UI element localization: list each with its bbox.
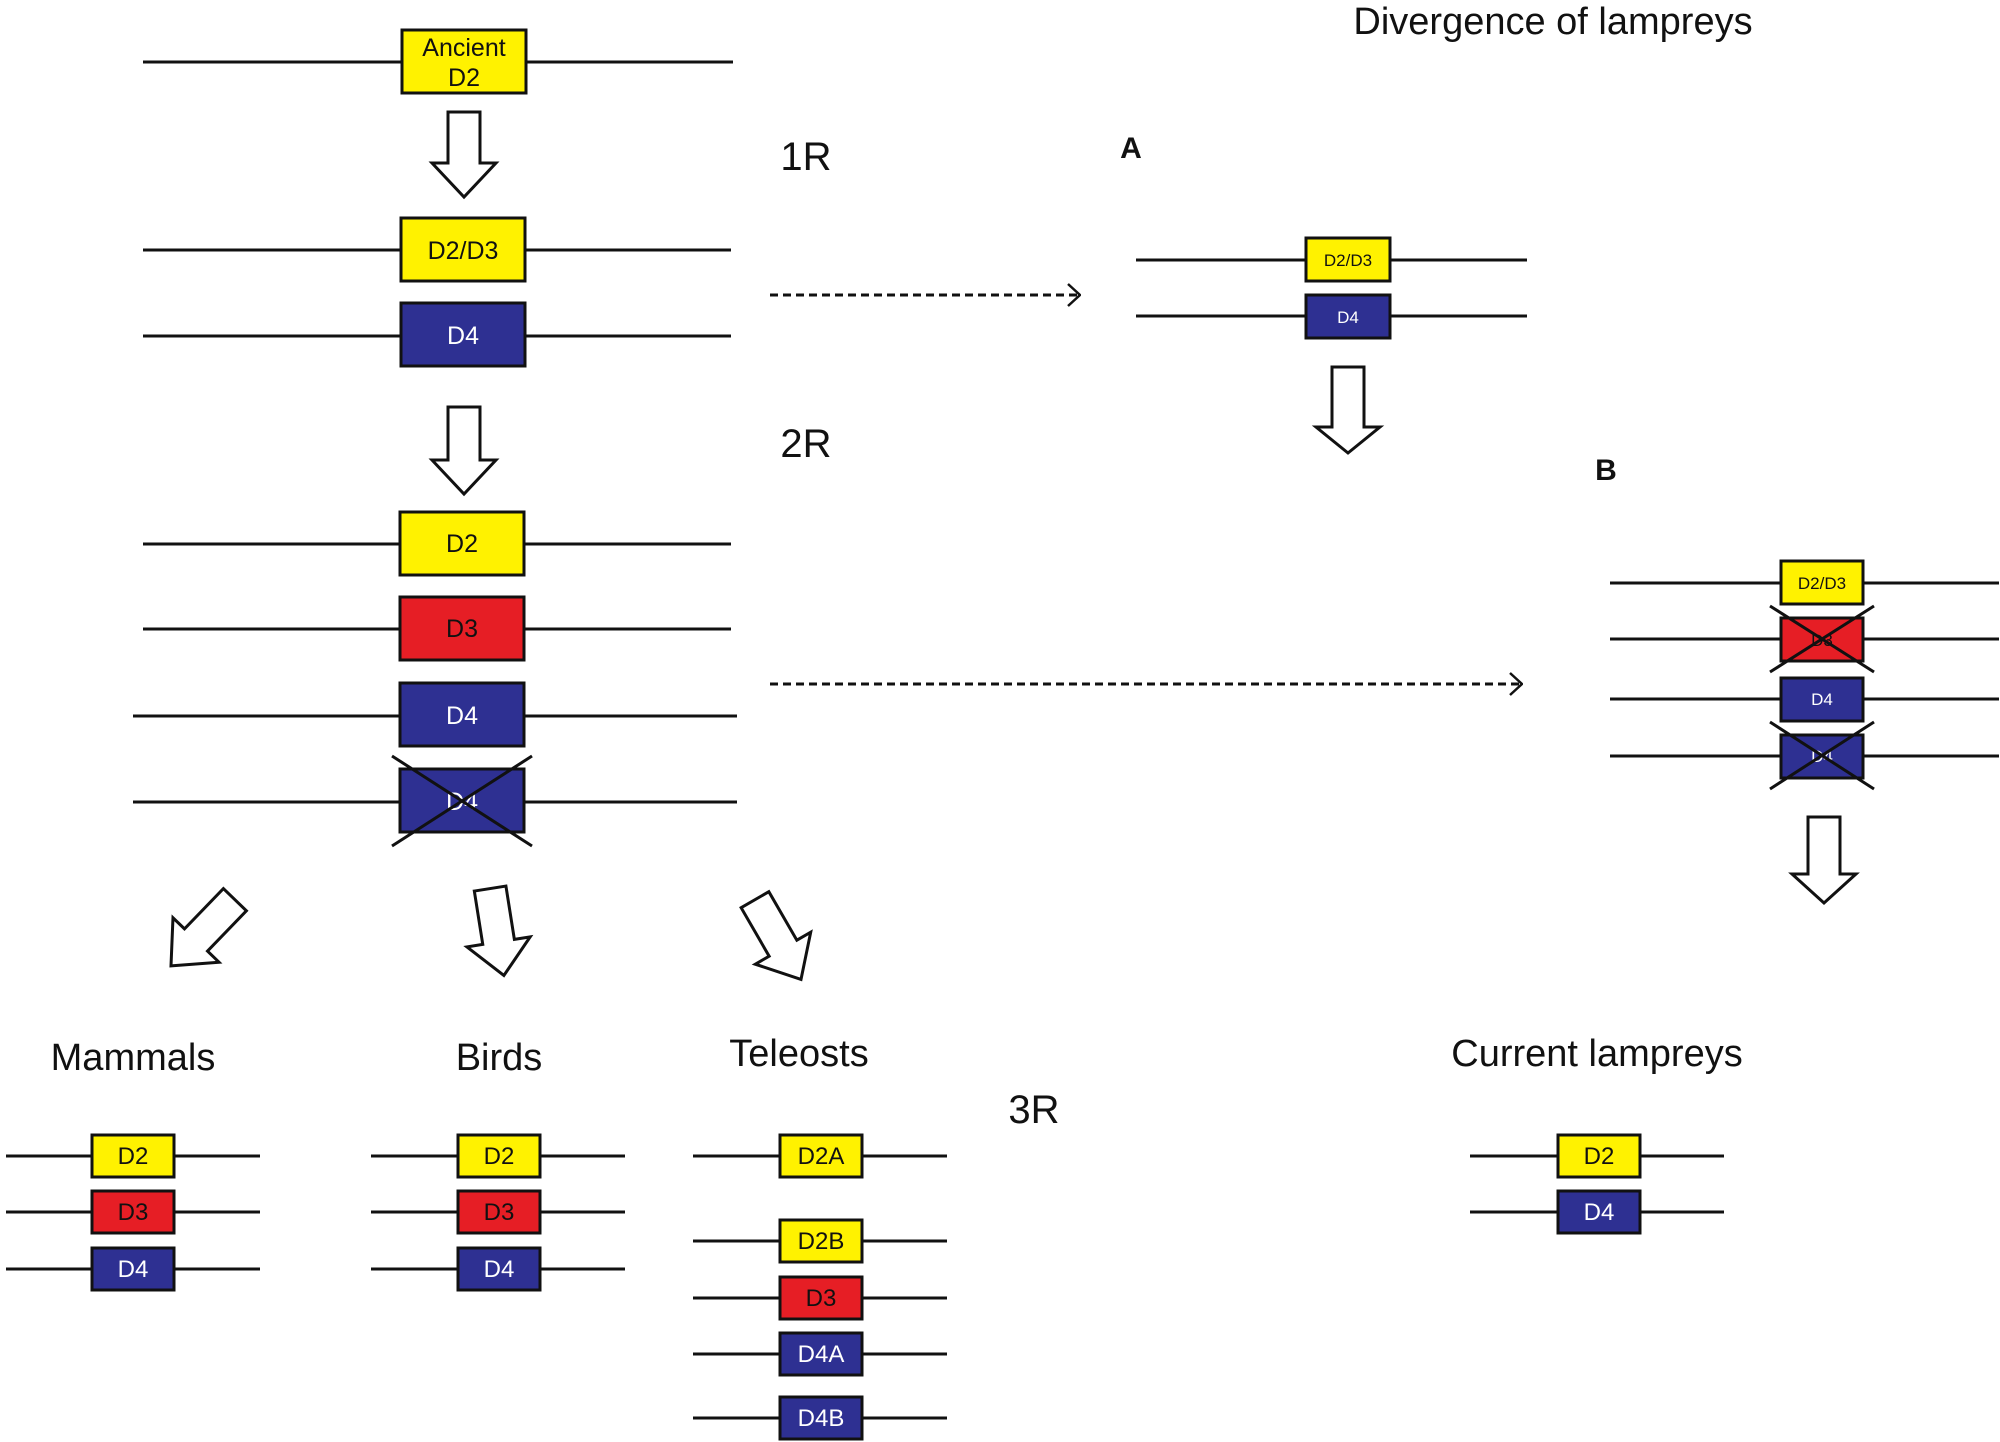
- r2-d3-label: D3: [446, 615, 478, 643]
- ancient-d2-gene: [400, 28, 528, 95]
- birds-d3-label: D3: [484, 1199, 515, 1226]
- group-title-mammals: Mammals: [51, 1037, 216, 1079]
- panel-label-b: B: [1595, 454, 1617, 487]
- r1-d2d3-label: D2/D3: [428, 237, 499, 265]
- mammals-chromosome-d3: D3: [6, 1189, 260, 1235]
- r2-d3-gene: [398, 595, 526, 662]
- teleosts-chromosome-d4b: D4B: [693, 1395, 947, 1441]
- block-arrow-to-mammals-icon: [169, 886, 249, 968]
- ancient-chromosome: Ancient D2: [143, 28, 733, 95]
- panel-b-chromosome-d3-lost: D3: [1610, 604, 1999, 674]
- mammals-d2-gene: [90, 1133, 176, 1179]
- r1-d4-gene: [399, 301, 527, 368]
- teleosts-d4a-gene: [778, 1331, 864, 1377]
- teleosts-d4b-gene: [778, 1395, 864, 1441]
- teleosts-chromosome-d3: D3: [693, 1275, 947, 1321]
- ancient-gene-label-line1: Ancient: [422, 34, 505, 62]
- lampreys-d2-label: D2: [1584, 1143, 1615, 1170]
- mammals-chromosome-d2: D2: [6, 1133, 260, 1179]
- birds-chromosome-d4: D4: [371, 1246, 625, 1292]
- block-arrow-down-icon: [1788, 815, 1860, 906]
- panel-a-d2d3-gene: [1304, 236, 1392, 283]
- panel-b-chromosome-d4: D4: [1610, 676, 1999, 723]
- birds-d4-label: D4: [484, 1256, 515, 1283]
- r2-chromosome-d4-lost: D4: [133, 754, 737, 848]
- r2-d2-gene: [398, 510, 526, 577]
- teleosts-d2b-gene: [778, 1218, 864, 1264]
- panel-b-chromosome-d4-lost: D4: [1610, 720, 1999, 791]
- mammals-chromosome-d4: D4: [6, 1246, 260, 1292]
- r2-d4-label: D4: [446, 702, 478, 730]
- round-label-2r: 2R: [780, 422, 831, 466]
- teleosts-chromosome-d2a: D2A: [693, 1133, 947, 1179]
- panel-b-d2d3-label: D2/D3: [1798, 574, 1846, 593]
- teleosts-d2b-label: D2B: [798, 1228, 845, 1255]
- r1-chromosome-d2d3: D2/D3: [143, 216, 731, 283]
- r2-d4-gene: [398, 681, 526, 748]
- lampreys-d4-gene: [1556, 1189, 1642, 1235]
- teleosts-chromosome-d2b: D2B: [693, 1218, 947, 1264]
- block-arrow-down-icon: [1311, 365, 1385, 455]
- lampreys-chromosome-d4: D4: [1470, 1189, 1724, 1235]
- group-title-teleosts: Teleosts: [729, 1033, 868, 1075]
- teleosts-d2a-label: D2A: [798, 1143, 845, 1170]
- teleosts-d4b-label: D4B: [798, 1405, 845, 1432]
- r2-chromosome-d4: D4: [133, 681, 737, 748]
- panel-a-chromosome-d4: D4: [1136, 293, 1527, 340]
- r1-d4-label: D4: [447, 322, 479, 350]
- block-arrow-down-icon: [428, 110, 500, 200]
- mammals-d3-label: D3: [118, 1199, 149, 1226]
- teleosts-d4a-label: D4A: [798, 1341, 845, 1368]
- group-title-current-lampreys: Current lampreys: [1451, 1033, 1742, 1075]
- panel-b-d2d3-gene: [1779, 559, 1865, 606]
- round-label-1r: 1R: [780, 135, 831, 179]
- birds-d4-gene: [456, 1246, 542, 1292]
- panel-a-d4-gene: [1304, 293, 1392, 340]
- mammals-d2-label: D2: [118, 1143, 149, 1170]
- birds-chromosome-d3: D3: [371, 1189, 625, 1235]
- block-arrow-to-teleosts-icon: [739, 889, 813, 982]
- mammals-d4-label: D4: [118, 1256, 149, 1283]
- lampreys-d4-label: D4: [1584, 1199, 1615, 1226]
- r2-d2-label: D2: [446, 530, 478, 558]
- teleosts-d3-gene: [778, 1275, 864, 1321]
- ancient-gene-label-line2: D2: [448, 64, 480, 92]
- panel-b-chromosome-d2d3: D2/D3: [1610, 559, 1999, 606]
- teleosts-chromosome-d4a: D4A: [693, 1331, 947, 1377]
- r1-chromosome-d4: D4: [143, 301, 731, 368]
- panel-a-chromosome-d2d3: D2/D3: [1136, 236, 1527, 283]
- gene-loss-cross-icon: [1769, 604, 1875, 674]
- mammals-d4-gene: [90, 1246, 176, 1292]
- panel-a-d2d3-label: D2/D3: [1324, 251, 1372, 270]
- birds-d2-gene: [456, 1133, 542, 1179]
- round-label-3r: 3R: [1008, 1088, 1059, 1132]
- birds-d3-gene: [456, 1189, 542, 1235]
- birds-d2-label: D2: [484, 1143, 515, 1170]
- lampreys-chromosome-d2: D2: [1470, 1133, 1724, 1179]
- block-arrow-down-icon: [428, 405, 500, 497]
- panel-label-a: A: [1120, 132, 1142, 165]
- panel-a-d4-label: D4: [1337, 308, 1359, 327]
- teleosts-d2a-gene: [778, 1133, 864, 1179]
- lampreys-d2-gene: [1556, 1133, 1642, 1179]
- teleosts-d3-label: D3: [806, 1285, 837, 1312]
- group-title-birds: Birds: [456, 1037, 543, 1079]
- gene-loss-cross-icon: [391, 754, 533, 848]
- r1-d2d3-gene: [399, 216, 527, 283]
- mammals-d3-gene: [90, 1189, 176, 1235]
- block-arrow-to-birds-icon: [463, 884, 534, 978]
- birds-chromosome-d2: D2: [371, 1133, 625, 1179]
- diagram-title: Divergence of lampreys: [1353, 1, 1752, 43]
- r2-chromosome-d3: D3: [143, 595, 731, 662]
- panel-b-d4-label: D4: [1811, 690, 1833, 709]
- r2-chromosome-d2: D2: [143, 510, 731, 577]
- gene-loss-cross-icon: [1769, 720, 1875, 791]
- panel-b-d4-gene: [1779, 676, 1865, 723]
